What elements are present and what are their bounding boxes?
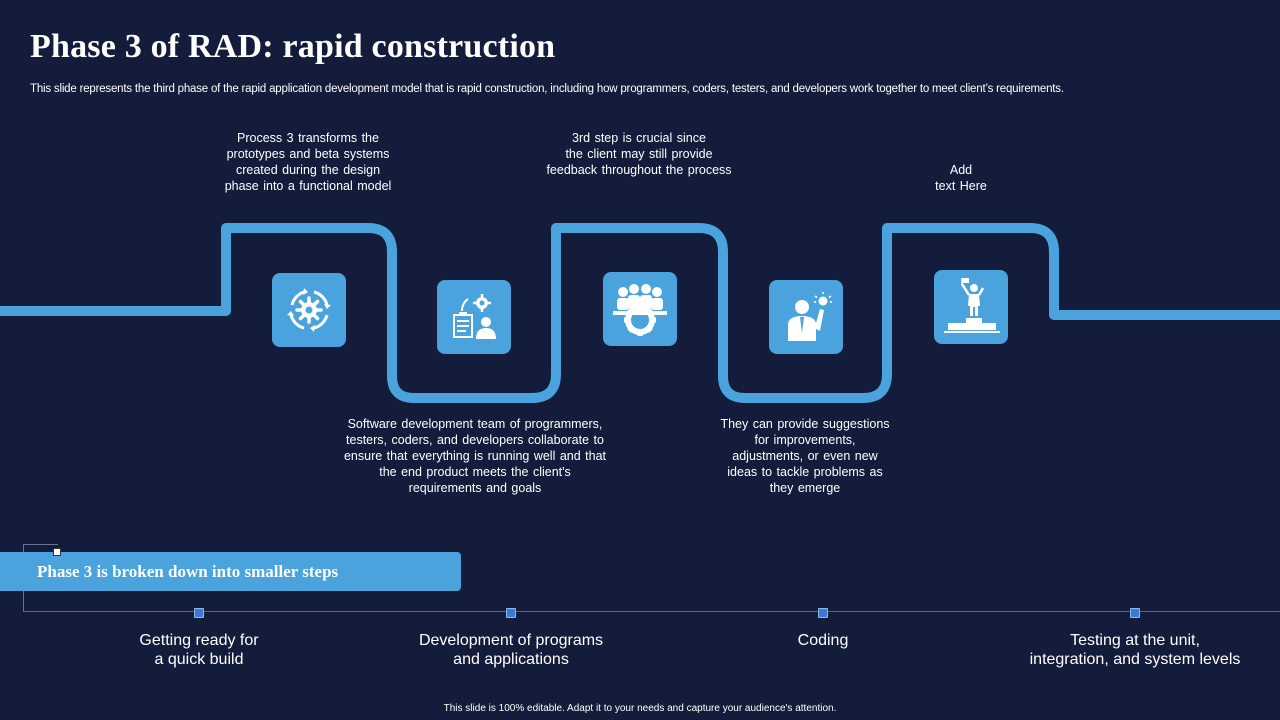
cycle-gears-icon-box xyxy=(272,273,346,347)
note-process-3: Process 3 transforms the prototypes and … xyxy=(224,131,392,193)
planning-team-icon xyxy=(453,294,496,339)
winner-podium-icon-box xyxy=(934,270,1008,344)
slide-title: Phase 3 of RAD: rapid construction xyxy=(30,28,556,65)
idea-person-icon xyxy=(788,292,832,341)
phase-banner-label: Phase 3 is broken down into smaller step… xyxy=(37,562,339,581)
timeline-line xyxy=(23,611,1280,612)
step-coding: Coding xyxy=(797,632,849,649)
team-gear-icon-box xyxy=(603,272,677,346)
footer-note: This slide is 100% editable. Adapt it to… xyxy=(443,703,837,714)
winner-podium-icon xyxy=(944,278,1000,333)
note-third-step: 3rd step is crucial since the client may… xyxy=(546,131,732,177)
idea-person-icon-box xyxy=(769,280,843,354)
timeline-marker xyxy=(818,608,828,618)
phase-banner: Phase 3 is broken down into smaller step… xyxy=(0,552,461,591)
timeline-marker xyxy=(506,608,516,618)
note-suggestions: They can provide suggestions for improve… xyxy=(720,417,890,495)
step-development: Development of programs and applications xyxy=(418,632,604,668)
slide-subtitle: This slide represents the third phase of… xyxy=(30,83,1064,95)
team-gear-icon xyxy=(613,284,667,336)
timeline-marker xyxy=(194,608,204,618)
note-dev-team: Software development team of programmers… xyxy=(343,417,607,495)
timeline-marker xyxy=(1130,608,1140,618)
cycle-gears-icon xyxy=(287,288,331,332)
note-add-text: Add text Here xyxy=(935,163,987,193)
step-getting-ready: Getting ready for a quick build xyxy=(139,632,259,668)
bracket-handle xyxy=(53,548,61,556)
planning-team-icon-box xyxy=(437,280,511,354)
step-testing: Testing at the unit, integration, and sy… xyxy=(1029,632,1241,668)
